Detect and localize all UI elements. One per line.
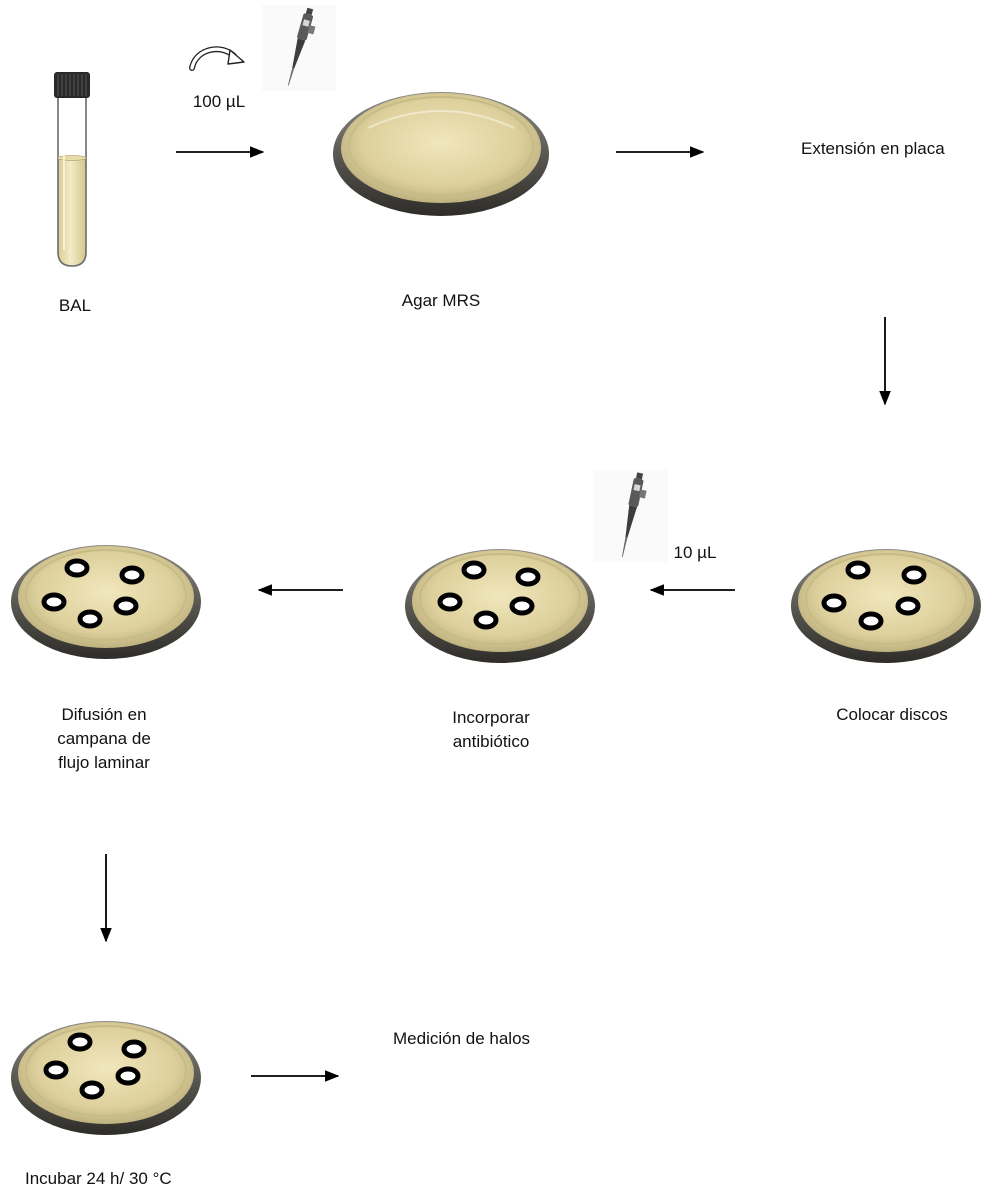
difusion-line-1: Difusión en <box>30 703 178 727</box>
incorporar-line-2: antibiótico <box>420 730 562 754</box>
bal-label: BAL <box>40 294 110 318</box>
volume-10-label: 10 µL <box>658 541 732 565</box>
colocar-discos-label: Colocar discos <box>808 703 976 727</box>
difusion-line-3: flujo laminar <box>30 751 178 775</box>
difusion-label: Difusión en campana de flujo laminar <box>30 703 178 775</box>
agar-mrs-label: Agar MRS <box>380 289 502 313</box>
incubar-label: Incubar 24 h/ 30 °C <box>25 1167 172 1191</box>
incorporar-label: Incorporar antibiótico <box>420 706 562 754</box>
extension-label: Extensión en placa <box>801 137 945 161</box>
medicion-label: Medición de halos <box>393 1027 530 1051</box>
volume-100-label: 100 µL <box>178 90 260 114</box>
difusion-line-2: campana de <box>30 727 178 751</box>
incorporar-line-1: Incorporar <box>420 706 562 730</box>
